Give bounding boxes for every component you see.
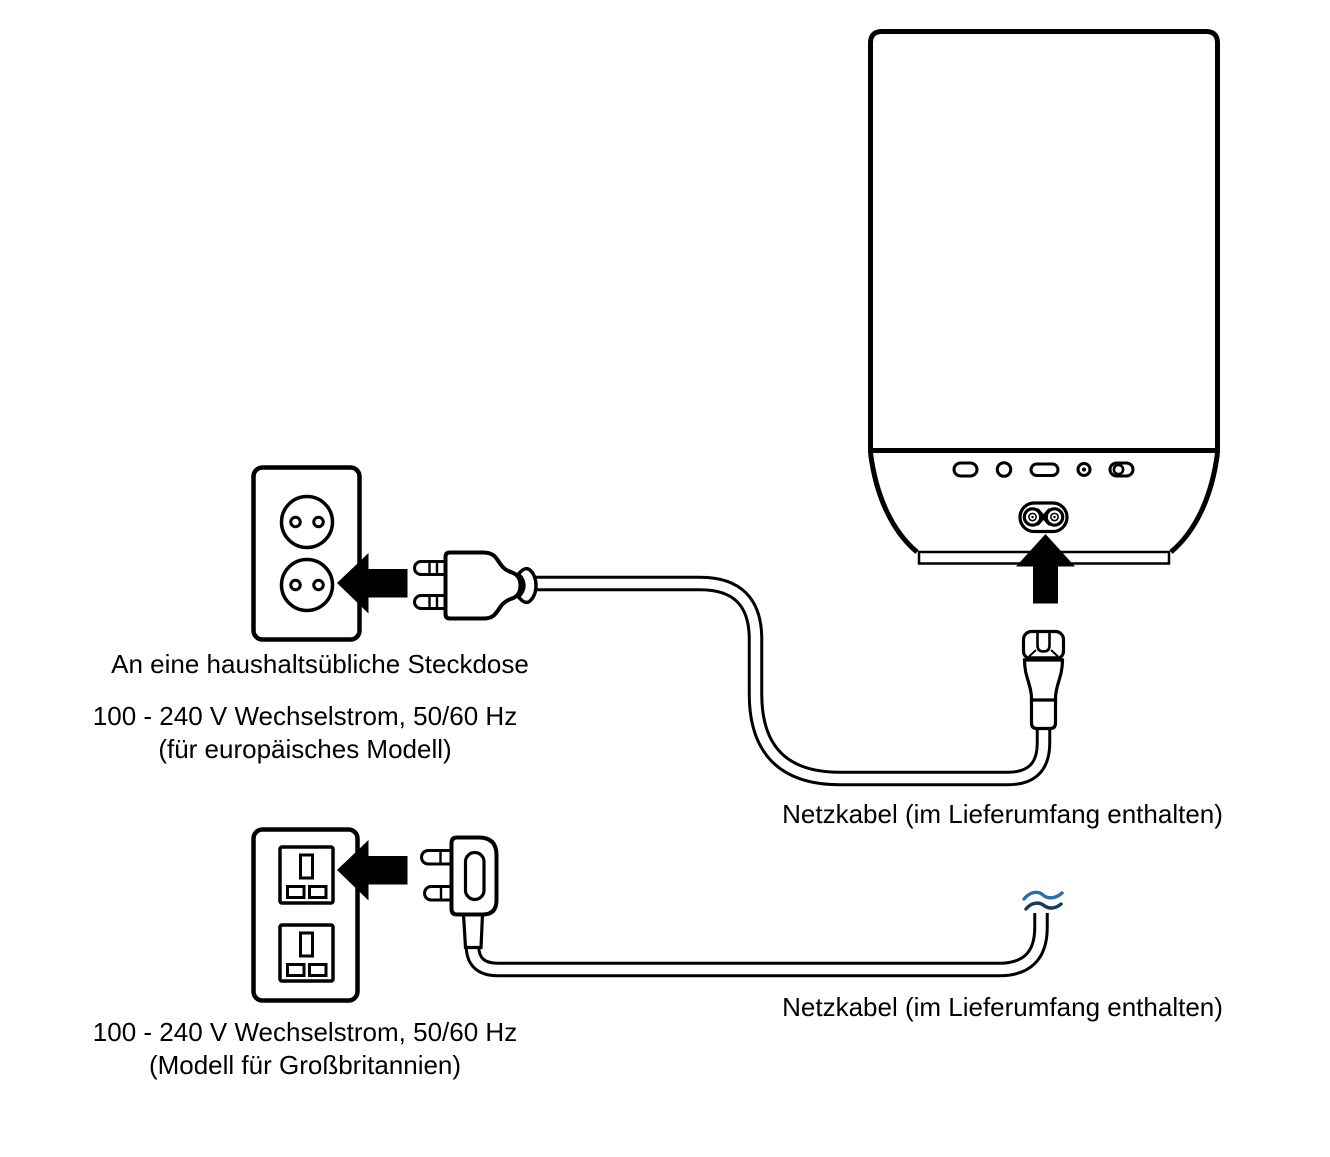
ac-inlet-icon [1018, 501, 1069, 534]
c7-connector-icon [1021, 629, 1066, 731]
eu-outlet-model-line: (für europäisches Modell) [158, 734, 452, 765]
speaker-bowl-left [868, 452, 919, 554]
eu-socket-icon [251, 465, 362, 642]
port-round-icon [995, 461, 1013, 478]
port-jack-pin-icon [1081, 467, 1087, 472]
speaker-body [868, 29, 1220, 450]
eu-outlet-spec-label: 100 - 240 V Wechselstrom, 50/60 Hz (für … [25, 700, 585, 766]
uk-outlet-model-line: (Modell für Großbritannien) [148, 1050, 462, 1081]
port-switch-knob-icon [1112, 463, 1125, 476]
speaker-rear-view [868, 29, 1220, 565]
up-arrow-icon [1016, 534, 1075, 604]
uk-outlet-spec-line: 100 - 240 V Wechselstrom, 50/60 Hz [92, 1017, 518, 1047]
eu-outlet-title-label: An eine haushaltsübliche Steckdose [111, 649, 529, 679]
speaker-bowl-right [1169, 452, 1220, 554]
uk-power-cord [464, 911, 1049, 978]
eu-plug-icon [413, 550, 538, 621]
left-arrow-eu-icon [337, 553, 408, 614]
rear-ports [952, 461, 1135, 478]
uk-socket-icon [251, 827, 360, 1003]
left-arrow-uk-icon [337, 840, 408, 901]
uk-cable-label: Netzkabel (im Lieferumfang enthalten) [782, 992, 1223, 1022]
port-slot-icon [1029, 462, 1060, 477]
eu-cable-label: Netzkabel (im Lieferumfang enthalten) [782, 799, 1223, 829]
uk-plug-icon [420, 835, 499, 950]
eu-power-cord [536, 575, 1052, 787]
uk-outlet-spec-label: 100 - 240 V Wechselstrom, 50/60 Hz (Mode… [25, 1016, 585, 1082]
cable-break-icon [1022, 890, 1064, 911]
eu-outlet-spec-line: 100 - 240 V Wechselstrom, 50/60 Hz [92, 701, 518, 731]
port-oval-icon [952, 461, 979, 478]
